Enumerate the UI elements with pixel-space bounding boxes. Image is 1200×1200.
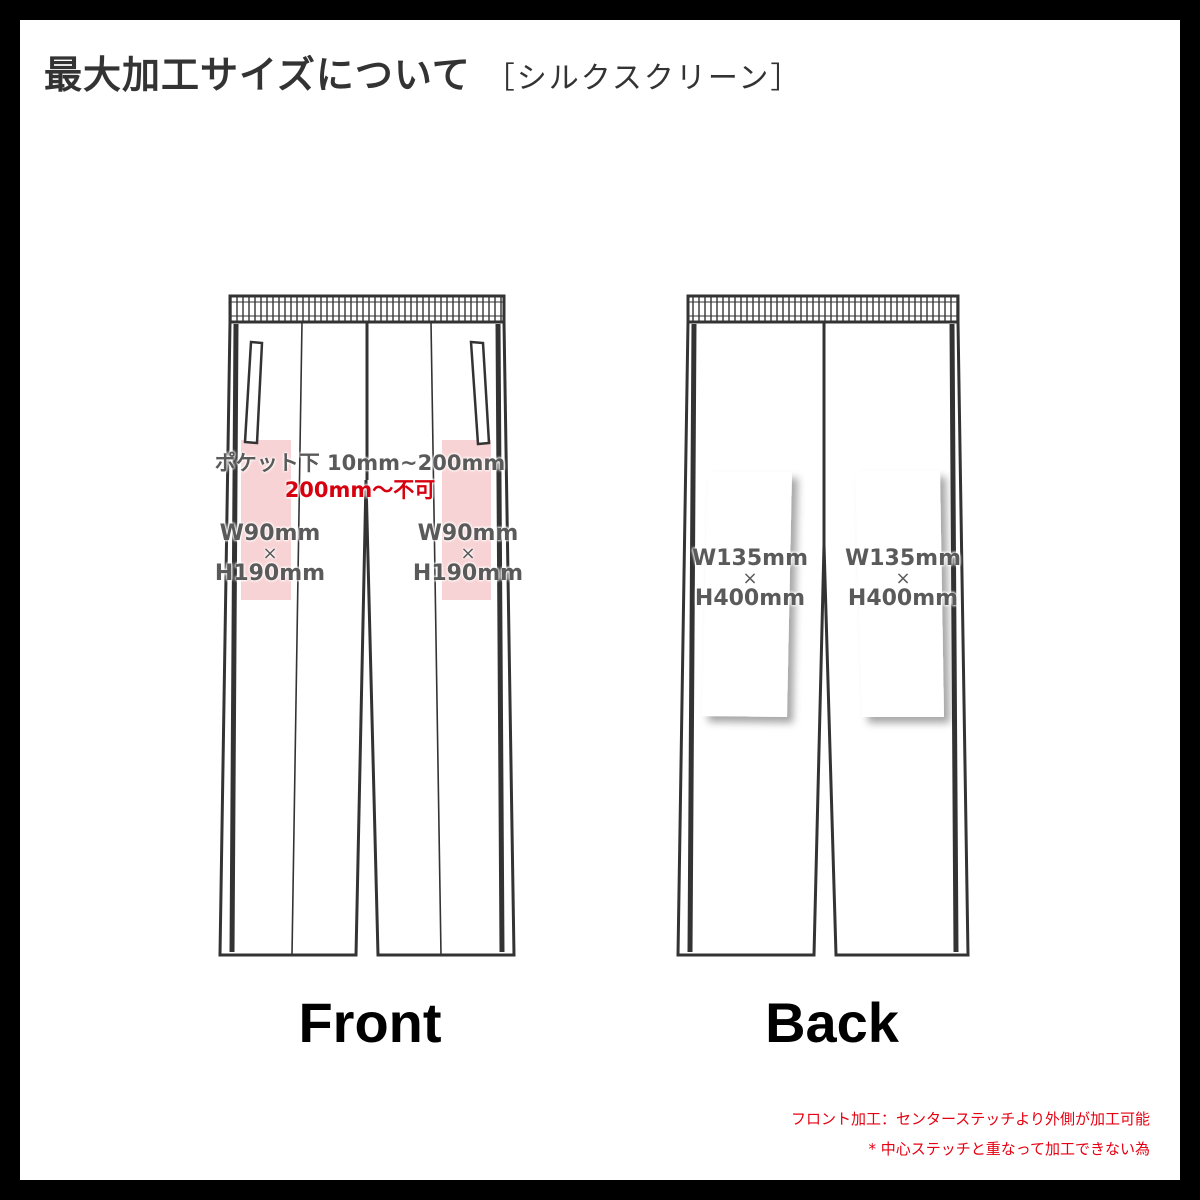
front-right-width: W90mm — [417, 521, 519, 546]
back-right-height: H400mm — [847, 586, 959, 611]
back-print-area-left — [702, 472, 792, 717]
times-icon: × — [262, 543, 278, 564]
title-method: ［シルクスクリーン］ — [484, 61, 803, 96]
front-left-height: H190mm — [214, 561, 326, 586]
times-icon: × — [460, 543, 476, 564]
ng-note: 200mm～不可 — [284, 478, 436, 502]
front-size-left: W90mm × H190mm — [205, 523, 335, 585]
footnote-2: * 中心ステッチと重なって加工できない為 — [868, 1140, 1150, 1158]
back-print-area-right — [855, 471, 944, 717]
back-right-width: W135mm — [844, 546, 962, 571]
back-view-label: Back — [765, 991, 899, 1054]
page-title: 最大加工サイズについて ［シルクスクリーン］ — [44, 44, 802, 99]
front-view-label: Front — [298, 991, 442, 1054]
front-size-right: W90mm × H190mm — [403, 523, 533, 585]
back-size-left: W135mm × H400mm — [680, 548, 820, 610]
times-icon: × — [895, 568, 911, 589]
back-size-right: W135mm × H400mm — [833, 548, 973, 610]
title-main: 最大加工サイズについて — [44, 53, 471, 97]
back-pants — [676, 294, 970, 957]
front-print-area-right — [442, 440, 491, 600]
front-right-height: H190mm — [412, 561, 524, 586]
front-left-width: W90mm — [219, 521, 321, 546]
footnote-1: フロント加工：センターステッチより外側が加工可能 — [791, 1110, 1150, 1128]
back-left-height: H400mm — [694, 586, 806, 611]
front-pants — [218, 294, 516, 957]
times-icon: × — [742, 568, 758, 589]
front-print-area-left — [241, 440, 291, 600]
canvas — [20, 20, 1180, 1180]
pocket-note: ポケット下 10mm~200mm — [214, 451, 506, 475]
back-left-width: W135mm — [691, 546, 809, 571]
